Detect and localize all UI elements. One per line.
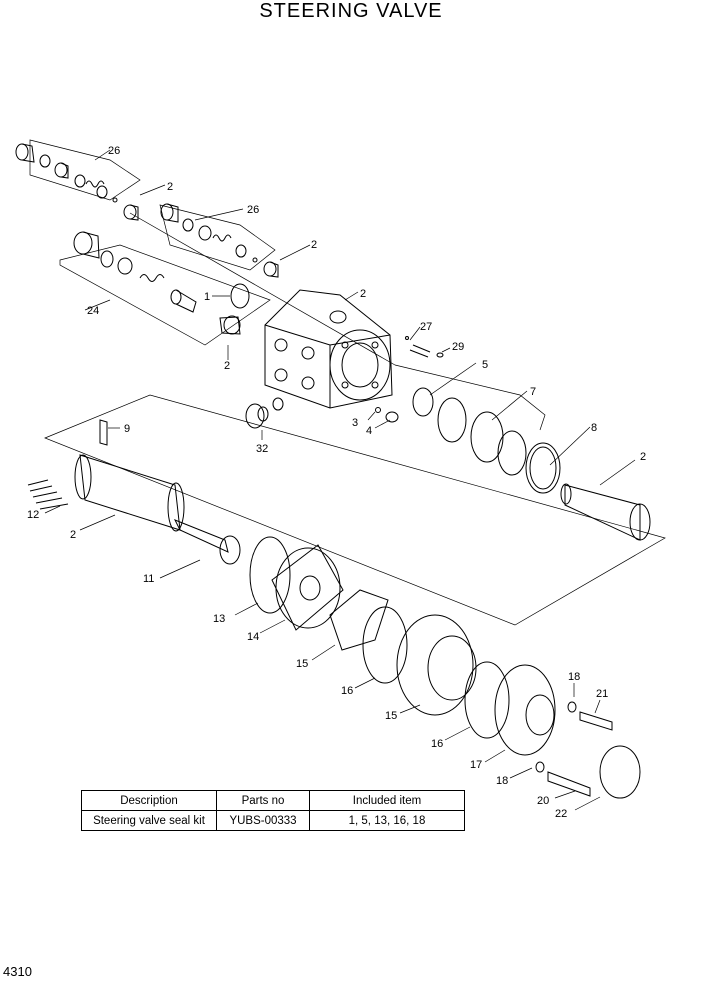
column-header-description: Description — [81, 790, 217, 811]
group-frames — [29, 139, 666, 626]
callout-12: 12 — [27, 509, 39, 521]
callout-20: 20 — [537, 795, 549, 807]
sleeve-right — [560, 483, 651, 541]
callout-2d: 2 — [360, 288, 366, 300]
callout-26b: 26 — [247, 204, 259, 216]
callout-9: 9 — [124, 423, 130, 435]
callout-27: 27 — [420, 321, 432, 333]
callout-18a: 18 — [568, 671, 580, 683]
callout-13: 13 — [213, 613, 225, 625]
callout-24: 24 — [87, 305, 99, 317]
gerotor-parts — [249, 536, 556, 756]
callout-1: 1 — [204, 291, 210, 303]
callout-2c: 2 — [224, 360, 230, 372]
check-valve-parts-24 — [73, 231, 250, 335]
callout-16b: 16 — [431, 738, 443, 750]
housing-small-parts — [245, 336, 444, 429]
column-header-parts-no: Parts no — [216, 790, 310, 811]
spool-assembly — [27, 419, 185, 532]
relief-valve-parts-26a — [15, 143, 118, 203]
callout-7: 7 — [530, 386, 536, 398]
callout-17: 17 — [470, 759, 482, 771]
callout-5: 5 — [482, 359, 488, 371]
callout-26a: 26 — [108, 145, 120, 157]
callout-2f: 2 — [70, 529, 76, 541]
seal-rings — [437, 397, 561, 494]
callout-15b: 15 — [385, 710, 397, 722]
cell-parts-no: YUBS-00333 — [216, 810, 310, 831]
page-title: STEERING VALVE — [259, 0, 443, 22]
callout-29: 29 — [452, 341, 464, 353]
cell-description: Steering valve seal kit — [81, 810, 217, 831]
callout-18b: 18 — [496, 775, 508, 787]
callout-8: 8 — [591, 422, 597, 434]
table-header-row: Description Parts no Included item — [81, 790, 465, 811]
callout-21: 21 — [596, 688, 608, 700]
valve-housing — [264, 289, 393, 409]
bolts-and-cover — [535, 701, 641, 799]
callout-11: 11 — [143, 573, 154, 585]
callout-2e: 2 — [640, 451, 646, 463]
callout-16a: 16 — [341, 685, 353, 697]
callout-labels: 26 2 26 2 1 2 24 27 29 2 5 7 3 4 32 9 8 … — [27, 145, 646, 820]
relief-valve-parts-26b — [123, 203, 279, 278]
seal-kit-table: Description Parts no Included item Steer… — [81, 790, 465, 831]
callout-14: 14 — [247, 631, 259, 643]
callout-4: 4 — [366, 425, 372, 437]
callout-32: 32 — [256, 443, 268, 455]
callout-15a: 15 — [296, 658, 308, 670]
callout-2a: 2 — [167, 181, 173, 193]
column-header-included-item: Included item — [309, 790, 465, 811]
callout-3: 3 — [352, 417, 358, 429]
table-row: Steering valve seal kit YUBS-00333 1, 5,… — [81, 810, 465, 831]
callout-22: 22 — [555, 808, 567, 820]
cell-included-item: 1, 5, 13, 16, 18 — [309, 810, 465, 831]
page-number: 4310 — [3, 964, 32, 979]
leader-lines — [44, 149, 636, 811]
callout-2b: 2 — [311, 239, 317, 251]
drive-shaft — [173, 519, 241, 565]
